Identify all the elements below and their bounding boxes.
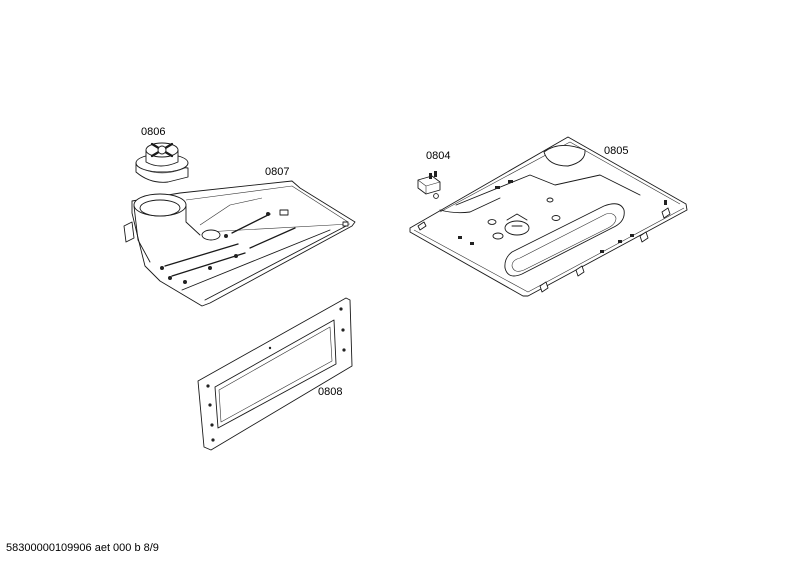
drawing-reference-footer: 58300000109906 aet 000 b 8/9 <box>6 542 159 554</box>
part-0805-drawing[interactable] <box>409 136 688 297</box>
part-0807-drawing[interactable] <box>123 180 356 307</box>
part-label-0808[interactable]: 0808 <box>318 386 343 398</box>
part-label-0805[interactable]: 0805 <box>604 145 629 157</box>
part-label-0807[interactable]: 0807 <box>265 166 290 178</box>
part-label-0806[interactable]: 0806 <box>141 126 166 138</box>
part-label-0804[interactable]: 0804 <box>426 150 451 162</box>
part-0808-drawing[interactable] <box>197 297 353 451</box>
part-0806-drawing[interactable] <box>135 142 189 183</box>
part-0804-drawing[interactable] <box>417 171 441 199</box>
